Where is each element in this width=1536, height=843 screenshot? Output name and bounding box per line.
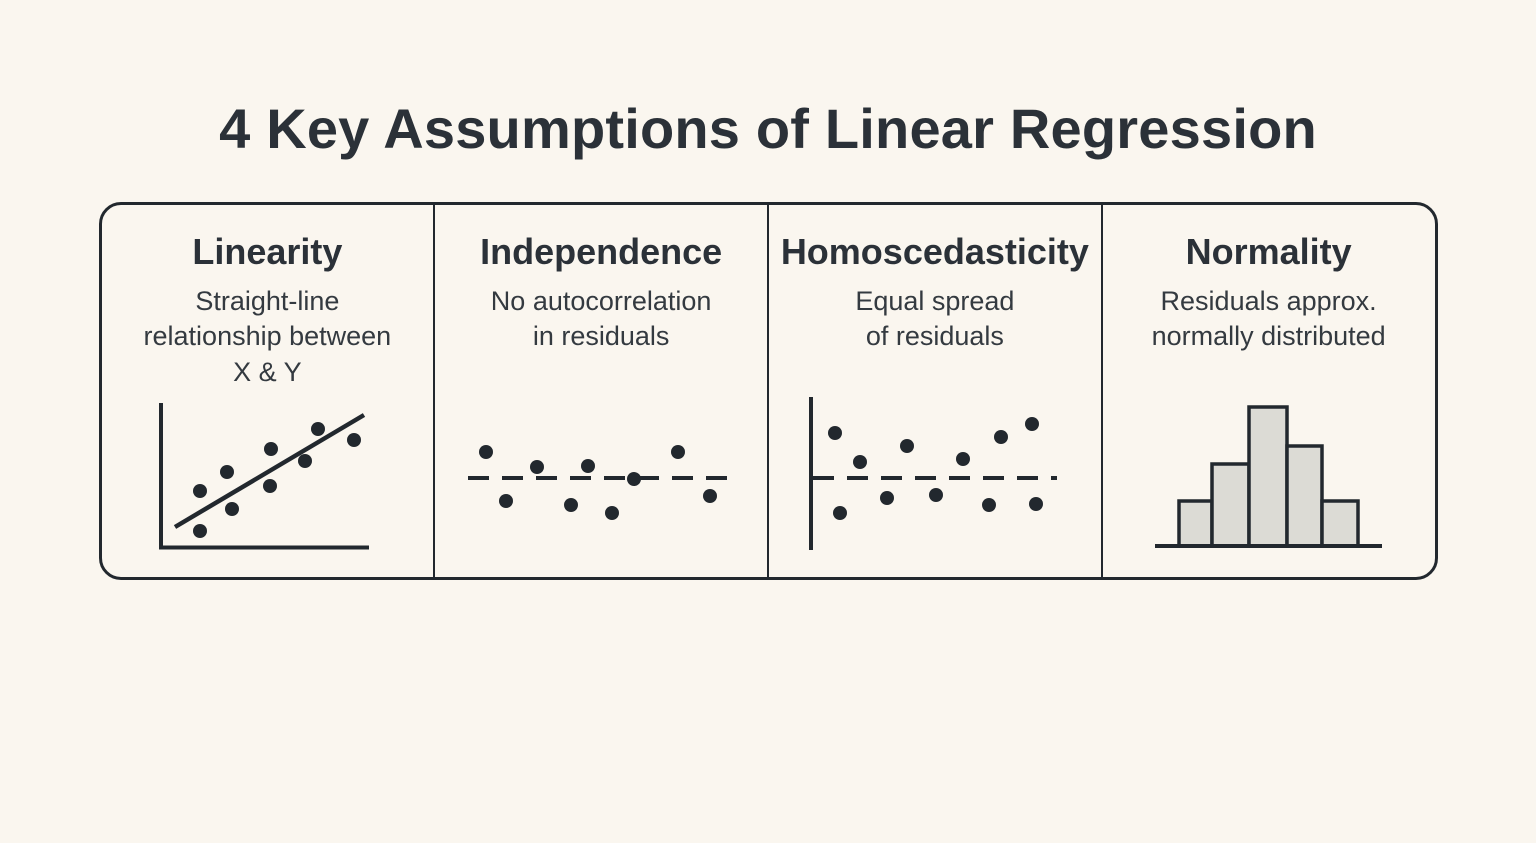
independence-residuals-chart (468, 445, 739, 521)
independence-heading: Independence (480, 231, 723, 272)
page-title: 4 Key Assumptions of Linear Regression (219, 97, 1317, 160)
panel-linearity: Linearity Straight-line relationship bet… (102, 205, 434, 577)
homoscedasticity-residuals-chart (808, 397, 1057, 551)
normality-histogram-chart (1154, 405, 1382, 549)
normality-description: Residuals approx. normally distributed (1151, 285, 1386, 352)
panel-independence: Independence No autocorrelation in resid… (433, 205, 767, 577)
assumptions-card: Linearity Straight-line relationship bet… (98, 202, 1438, 580)
normality-heading: Normality (1185, 231, 1352, 272)
linearity-scatter-trend-chart (159, 402, 370, 550)
independence-description: No autocorrelation in residuals (490, 285, 712, 352)
linearity-description: Straight-line relationship between X & Y (143, 285, 392, 388)
infographic-page: 4 Key Assumptions of Linear Regression L… (0, 96, 1536, 580)
homoscedasticity-heading: Homoscedasticity (780, 231, 1089, 272)
panel-normality: Normality Residuals approx. normally dis… (1100, 205, 1435, 577)
linearity-heading: Linearity (192, 231, 343, 272)
homoscedasticity-description: Equal spread of residuals (855, 285, 1015, 352)
panel-homoscedasticity: Homoscedasticity Equal spread of residua… (767, 205, 1101, 577)
